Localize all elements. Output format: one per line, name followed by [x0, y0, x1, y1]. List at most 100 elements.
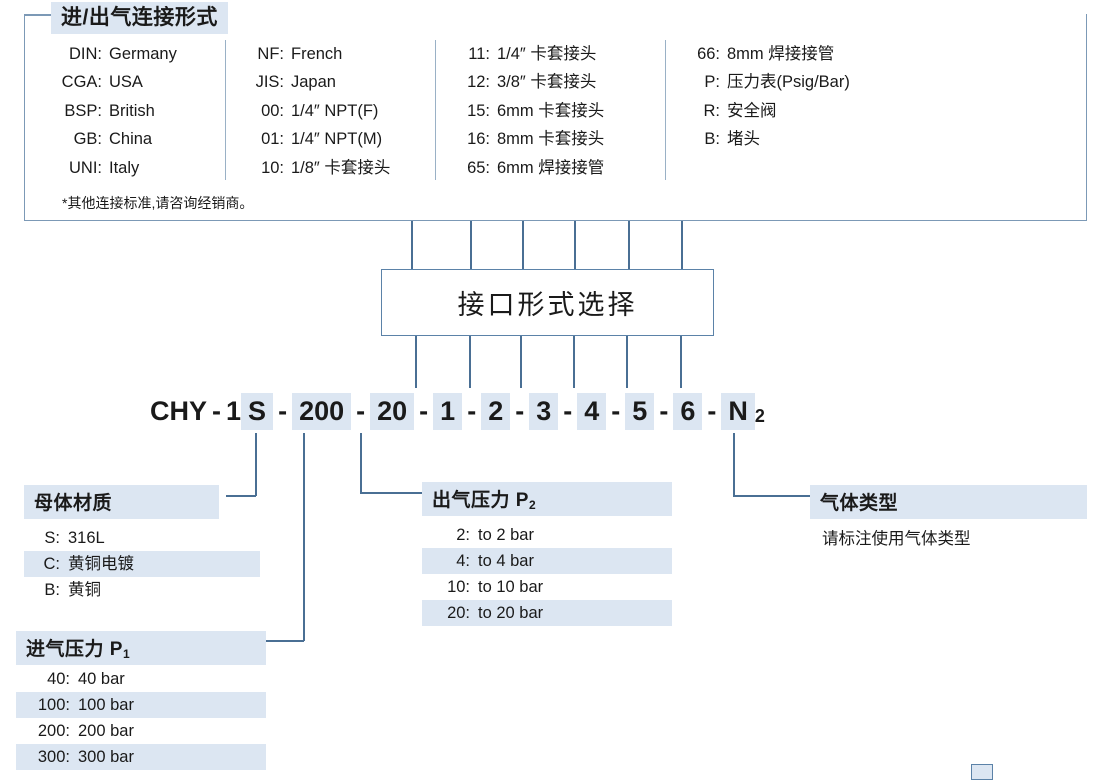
option-key: 40: [47, 670, 70, 688]
option-key: BSP: [64, 101, 102, 120]
code-token-port-4: 4 [577, 392, 607, 430]
option-value: 黄铜电镀 [68, 555, 134, 573]
option-value: 1/4″ 卡套接头 [497, 45, 597, 63]
interface-selection-label: 接口形式选择 [457, 290, 638, 320]
option-value: to 2 bar [478, 526, 534, 544]
code-token-port-1: 1 [433, 392, 463, 430]
option-key: 65: [467, 158, 490, 177]
connection-option: 12:3/8″ 卡套接头 [460, 68, 665, 96]
connection-option: P:压力表(Psig/Bar) [690, 68, 905, 96]
body-material-option: C: 黄铜电镀 [24, 551, 260, 577]
code-dash: - [659, 395, 669, 426]
connector-gas-horizontal [733, 495, 811, 497]
connection-option: 16:8mm 卡套接头 [460, 125, 665, 153]
outlet-pressure-title: 出气压力 P2 [422, 482, 672, 516]
inlet-pressure-option: 100:100 bar [16, 692, 266, 718]
option-key: UNI: [69, 158, 102, 177]
inlet-pressure-option: 40:40 bar [16, 666, 266, 692]
option-key: 16: [467, 130, 490, 149]
model-code: CHY - 1 S - 200 - 20 - 1 - 2 - 3 - 4 - 5… [150, 392, 765, 430]
connection-column-standards: DIN: Germany CGA:USA BSP: British GB: China… [40, 40, 225, 180]
gas-type-note: 请标注使用气体类型 [822, 530, 971, 548]
connection-box-left-stub [24, 14, 51, 16]
option-key: 20: [447, 604, 470, 622]
option-value: China [109, 130, 153, 149]
connection-option: 65:6mm 焊接接管 [460, 154, 665, 182]
option-value: 黄铜 [68, 581, 101, 599]
inlet-pressure-option: 300: 300 bar [16, 744, 266, 770]
option-value: 3/8″ 卡套接头 [497, 73, 597, 92]
code-dash: - [515, 395, 525, 426]
code-token-outlet-pressure: 20 [370, 392, 415, 430]
option-value: 安全阀 [727, 101, 777, 120]
connection-option: 01:1/4″ NPT(M) [250, 125, 435, 153]
option-value: 1/8″ 卡套接头 [291, 158, 391, 177]
outlet-pressure-option: 10:to 10 bar [422, 574, 672, 600]
connection-column-threads: NF:French JIS:Japan 00:1/4″ NPT(F) 01:1/… [225, 40, 435, 180]
inlet-pressure-title-text: 进气压力 P [26, 639, 123, 660]
option-key: DIN: [69, 45, 102, 63]
connector-gas-vertical [733, 433, 735, 496]
code-token-port-3: 3 [529, 392, 559, 430]
option-key: JIS: [255, 73, 284, 92]
connector-up-3 [522, 221, 524, 269]
connection-option: 11:1/4″ 卡套接头 [460, 40, 665, 68]
code-dash: - [467, 395, 477, 426]
connector-down-1 [415, 336, 417, 388]
inlet-pressure-subscript: 1 [122, 647, 131, 661]
code-dash: - [611, 395, 621, 426]
code-token-port-2: 2 [481, 392, 511, 430]
code-dash: - [212, 395, 222, 426]
option-key: C: [43, 555, 61, 573]
connector-up-5 [628, 221, 630, 269]
connection-option: BSP: British [40, 97, 225, 125]
connection-column-ferrule-fittings: 11:1/4″ 卡套接头 12:3/8″ 卡套接头 15:6mm 卡套接头 16… [435, 40, 665, 180]
option-key: 100: [37, 696, 70, 714]
code-token-material: S [241, 392, 274, 430]
connector-inlet-horizontal [266, 640, 304, 642]
connection-footnote: *其他连接标准,请咨询经销商。 [62, 195, 254, 211]
option-key: GB: [73, 130, 102, 149]
connector-outlet-horizontal [360, 492, 422, 494]
connector-down-5 [626, 336, 628, 388]
option-value: 1/4″ NPT(F) [291, 101, 379, 120]
option-value: Italy [109, 158, 140, 177]
option-value: Germany [109, 45, 177, 63]
body-material-option: B: 黄铜 [24, 577, 260, 603]
code-dash: - [356, 395, 366, 426]
outlet-pressure-option: 20:to 20 bar [422, 600, 672, 626]
code-token-port-6: 6 [673, 392, 703, 430]
bottom-right-partial-chip [971, 764, 993, 780]
connection-option: DIN: Germany [40, 40, 225, 68]
option-value: Japan [291, 73, 336, 92]
connector-material-horizontal [226, 495, 256, 497]
connection-option: 10:1/8″ 卡套接头 [250, 154, 435, 182]
option-key: 01: [261, 130, 284, 149]
code-token-gas-subscript: 2 [754, 405, 765, 426]
option-key: 4: [456, 552, 470, 570]
code-token-inlet-pressure: 200 [292, 392, 352, 430]
option-key: B: [704, 130, 720, 149]
option-value: 316L [68, 529, 105, 547]
connection-option: CGA:USA [40, 68, 225, 96]
connector-up-4 [574, 221, 576, 269]
option-value: 300 bar [78, 748, 134, 766]
code-dash: - [278, 395, 288, 426]
option-key: 2: [456, 526, 470, 544]
option-key: B: [44, 581, 60, 599]
outlet-pressure-options: 2:to 2 bar 4:to 4 bar 10:to 10 bar 20:to… [422, 522, 672, 626]
connector-down-3 [520, 336, 522, 388]
option-value: 堵头 [727, 130, 760, 149]
connection-option: GB: China [40, 125, 225, 153]
option-key: 00: [261, 101, 284, 120]
option-value: British [109, 101, 155, 120]
connection-type-box [24, 14, 1087, 221]
option-key: R: [703, 101, 721, 120]
connector-down-4 [573, 336, 575, 388]
connection-option: 00: 1/4″ NPT(F) [250, 97, 435, 125]
connection-option: UNI: Italy [40, 154, 225, 182]
outlet-pressure-title-text: 出气压力 P [432, 490, 529, 511]
option-value: to 10 bar [478, 578, 544, 596]
option-key: 300: [37, 748, 70, 766]
option-value: 200 bar [78, 722, 134, 740]
